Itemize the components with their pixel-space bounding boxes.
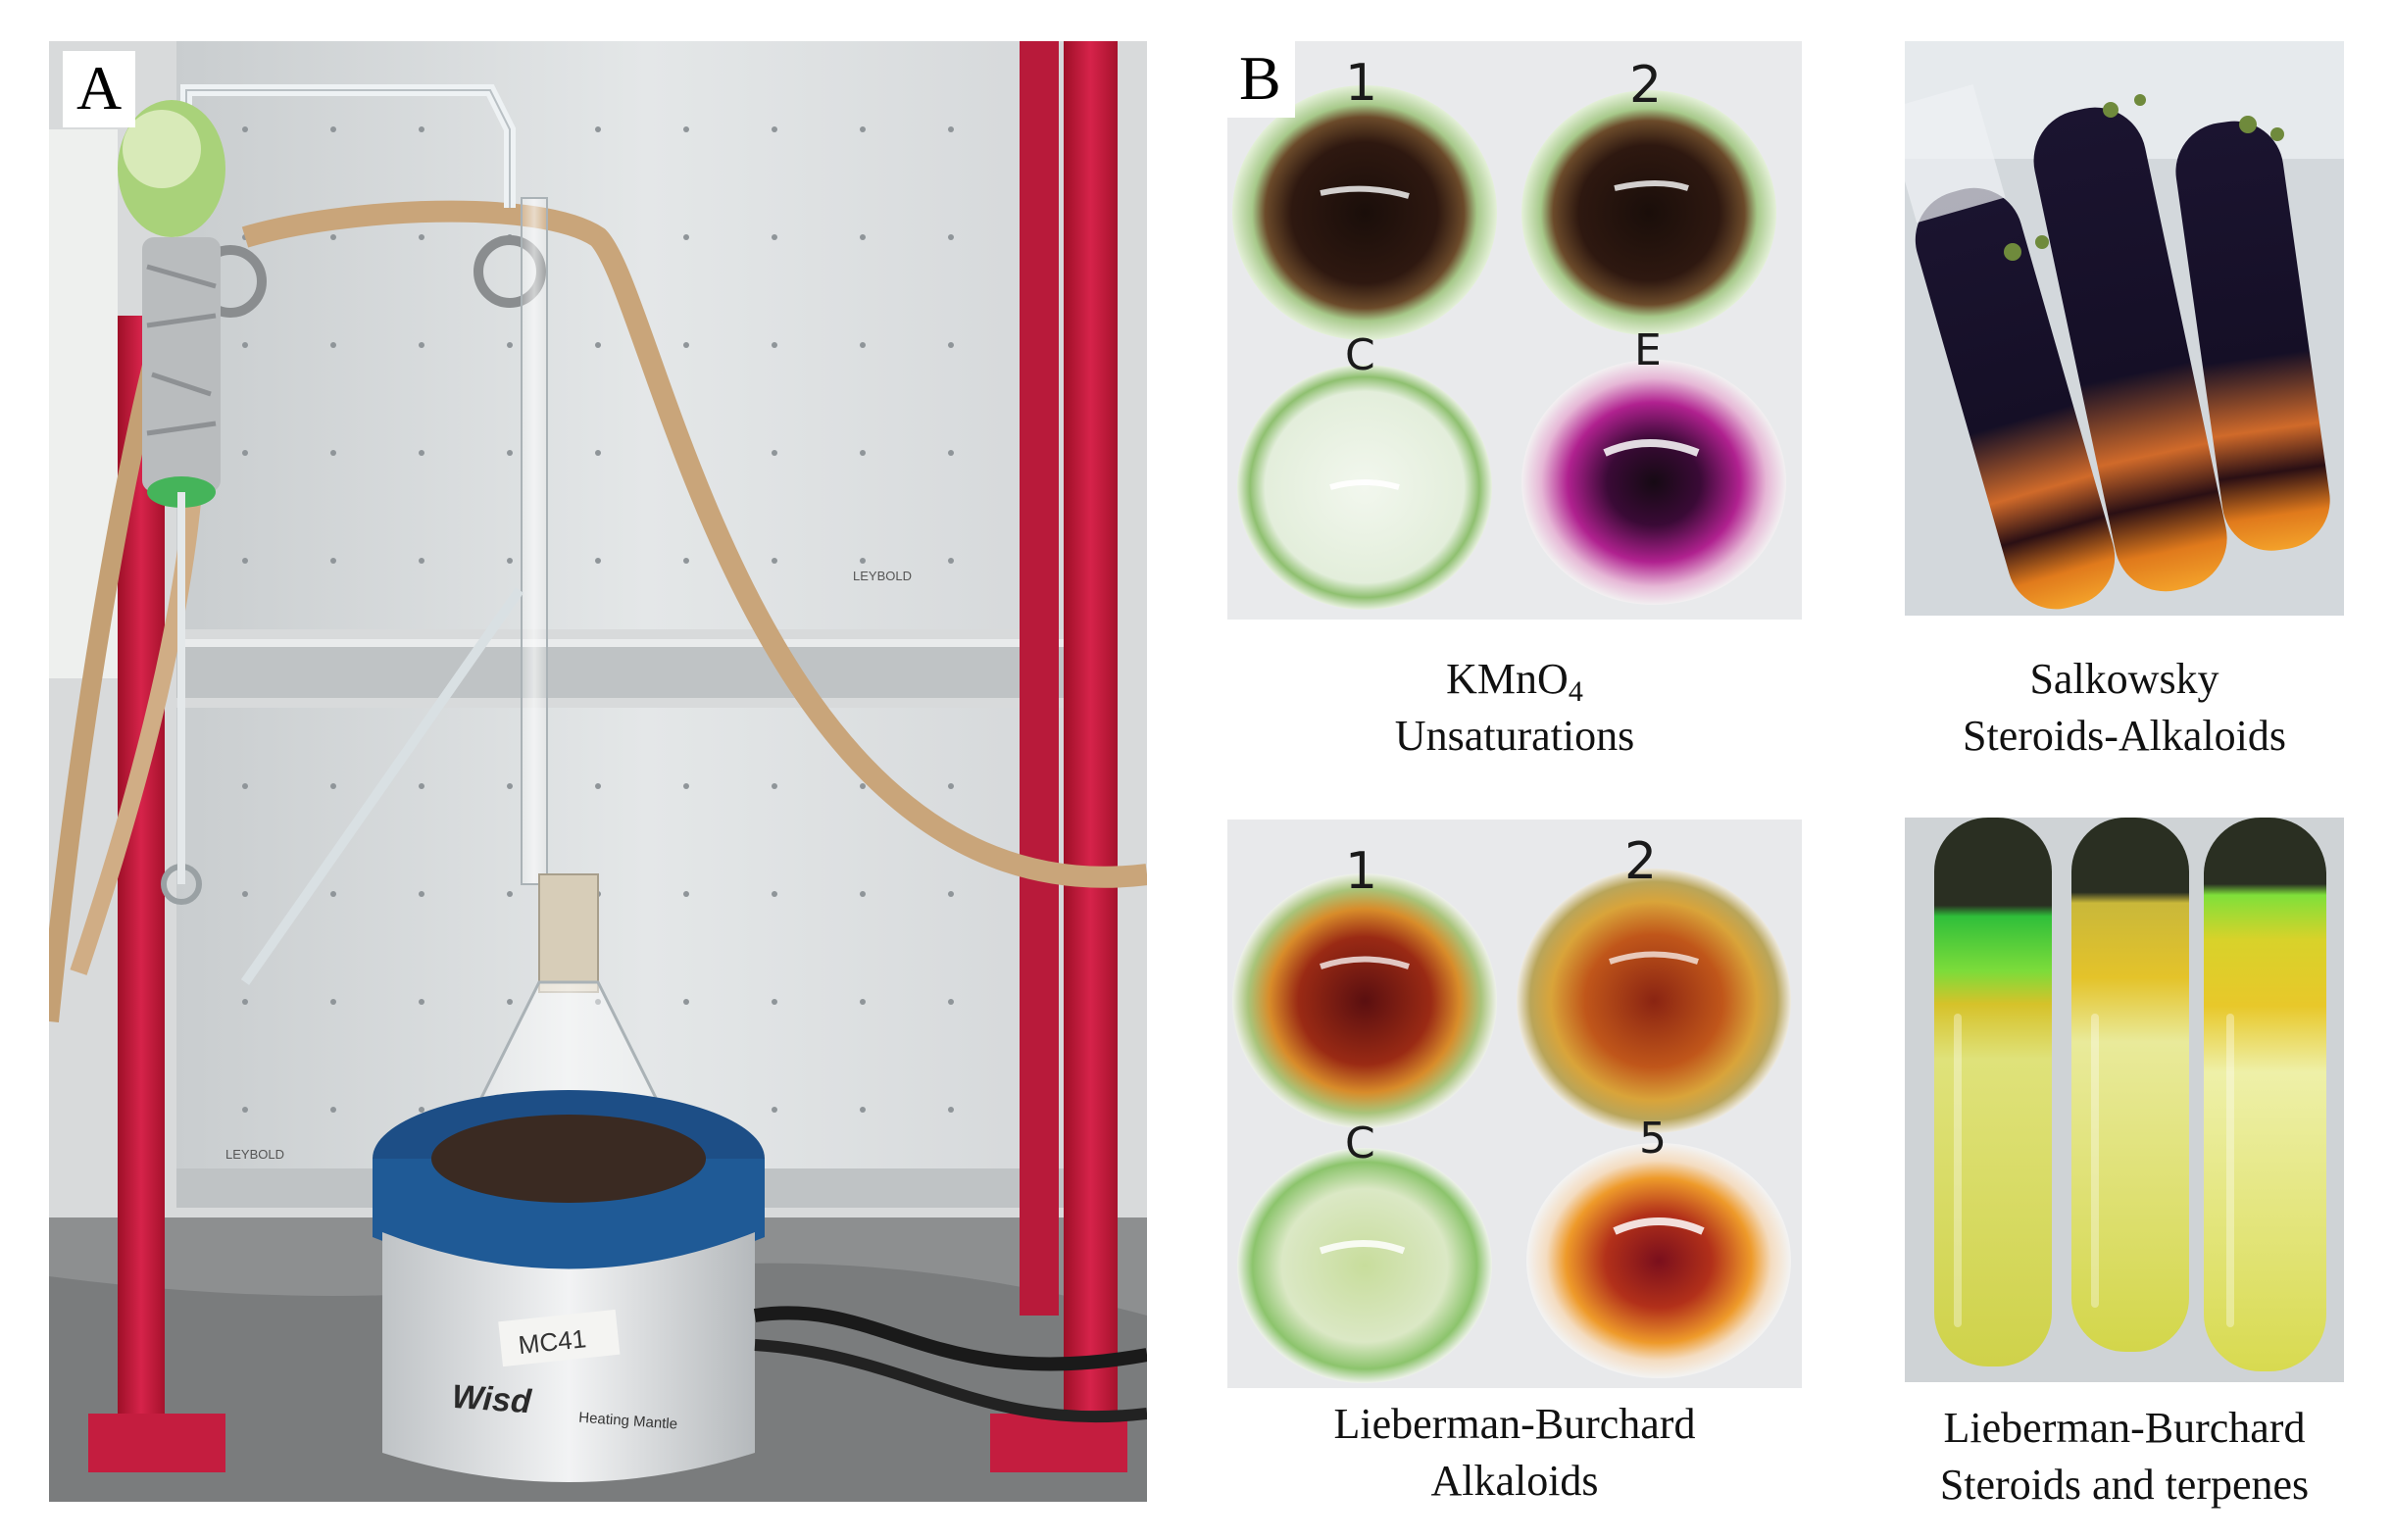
mantle-tape-label: MC41	[517, 1323, 587, 1360]
caption-lb-alkaloids-line1: Lieberman-Burchard	[1333, 1400, 1696, 1448]
board-brand-label-lower: LEYBOLD	[225, 1147, 284, 1162]
caption-salkowsky: Salkowsky Steroids-Alkaloids	[1905, 651, 2344, 765]
panel-a-apparatus-photo: LEYBOLD LEYBOLD	[49, 41, 1147, 1502]
caption-kmno4-line1: KMnO4	[1446, 655, 1583, 708]
caption-lb-steroids: Lieberman-Burchard Steroids and terpenes	[1882, 1400, 2367, 1514]
lb-well-label-2: 2	[1624, 832, 1657, 891]
panel-a-letter: A	[63, 51, 136, 127]
mantle-brand: Wisd	[451, 1378, 534, 1421]
caption-kmno4-subscript: 4	[1568, 675, 1583, 708]
kmno4-spot-plate-photo: 1 2 C E B	[1227, 41, 1802, 620]
kmno4-well-label-2: 2	[1629, 56, 1662, 115]
caption-salkowsky-line1: Salkowsky	[2029, 655, 2219, 703]
lb-well-label-c: C	[1345, 1118, 1375, 1168]
kmno4-well-label-e: E	[1634, 325, 1662, 375]
kmno4-well-label-1: 1	[1345, 54, 1377, 113]
board-brand-label: LEYBOLD	[853, 569, 912, 583]
lieberman-burchard-tubes-photo	[1905, 818, 2344, 1382]
salkowsky-tubes-photo	[1905, 41, 2344, 616]
mantle-model: Heating Mantle	[578, 1410, 678, 1433]
kmno4-well-label-c: C	[1345, 330, 1375, 380]
lb-well-label-1: 1	[1345, 842, 1377, 901]
caption-salkowsky-line2: Steroids-Alkaloids	[1963, 712, 2286, 760]
lieberman-burchard-spot-plate-photo: 1 2 C 5	[1227, 820, 1802, 1388]
caption-lb-alkaloids: Lieberman-Burchard Alkaloids	[1227, 1396, 1802, 1510]
panel-b-letter: B	[1227, 41, 1295, 118]
caption-kmno4-line2: Unsaturations	[1394, 712, 1635, 760]
lb-well-label-5: 5	[1639, 1114, 1667, 1164]
caption-lb-steroids-line1: Lieberman-Burchard	[1943, 1404, 2306, 1452]
caption-lb-alkaloids-line2: Alkaloids	[1430, 1457, 1599, 1505]
caption-kmno4: KMnO4 Unsaturations	[1227, 651, 1802, 765]
caption-lb-steroids-line2: Steroids and terpenes	[1939, 1461, 2310, 1509]
